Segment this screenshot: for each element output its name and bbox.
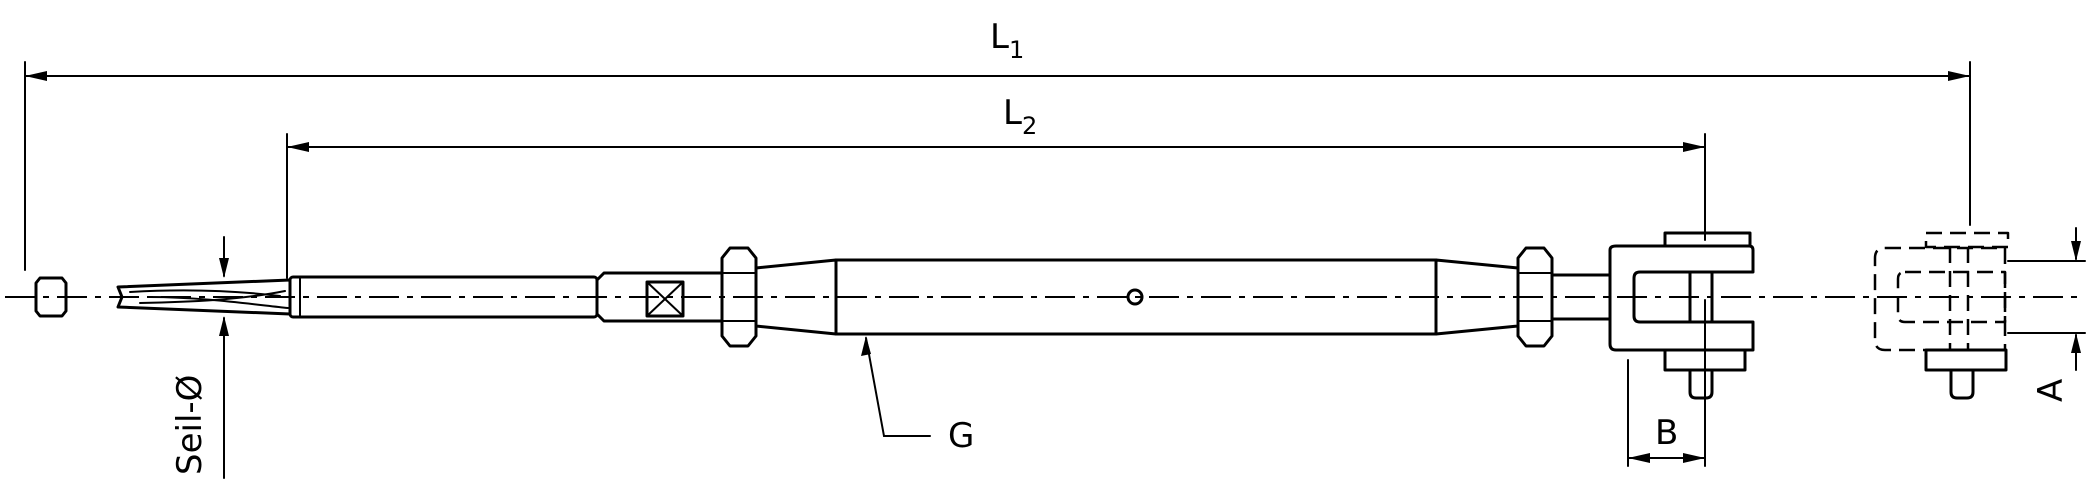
right-hex-nut — [1516, 246, 1554, 348]
dimension-rope-diameter: Seil-Ø — [170, 236, 229, 479]
rope-diameter-label: Seil-Ø — [170, 375, 210, 475]
dimension-B-label: B — [1655, 413, 1678, 453]
dimension-L2-label: L2 — [1003, 93, 1037, 140]
pin-tip — [1688, 368, 1714, 400]
pin-head — [1663, 231, 1752, 248]
thread-G-callout: G — [861, 336, 974, 456]
thread-G-label: G — [948, 416, 974, 456]
rope-end-cap — [34, 276, 68, 318]
dimension-A: A — [2007, 227, 2086, 402]
fork-head — [1608, 231, 1755, 400]
dimension-A-label: A — [2031, 379, 2071, 402]
pin-shaft — [1688, 270, 1714, 324]
dimension-B: B — [1627, 299, 1706, 467]
flat-marking-box — [645, 280, 685, 318]
inspection-hole — [1126, 288, 1144, 306]
dimension-L1: L1 — [24, 17, 1971, 271]
fork-side-view-phantom — [1873, 231, 2010, 400]
left-hex-nut — [720, 246, 758, 348]
dimension-L1-label: L1 — [990, 17, 1024, 64]
dimension-L2: L2 — [286, 93, 1706, 279]
wire-rope — [116, 278, 292, 316]
